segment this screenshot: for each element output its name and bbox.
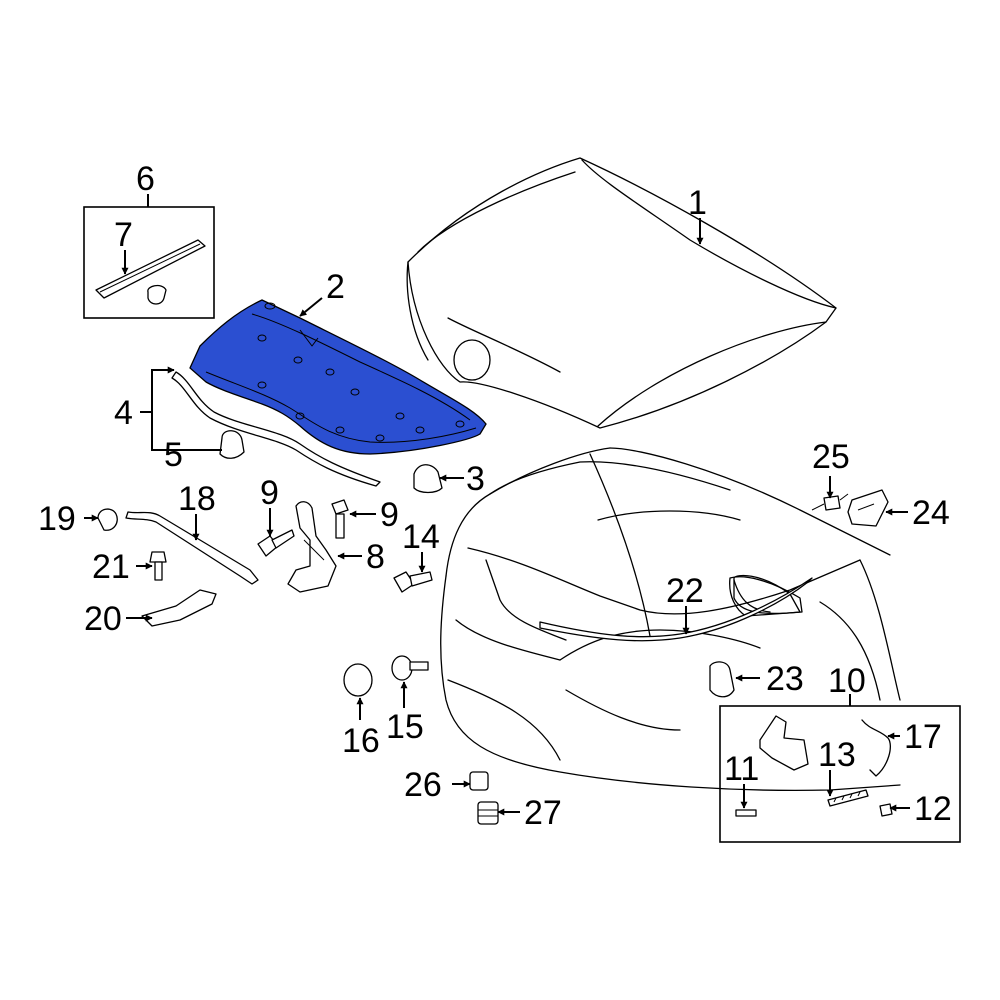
hood-seal[interactable] bbox=[171, 371, 381, 487]
hinge-bolt-1[interactable] bbox=[257, 529, 295, 557]
latch-spring-25[interactable] bbox=[823, 495, 841, 511]
hood-insulator[interactable] bbox=[189, 299, 487, 455]
cable-17 bbox=[861, 719, 891, 777]
callout-9b[interactable]: 9 bbox=[380, 496, 399, 534]
callout-19[interactable]: 19 bbox=[38, 500, 76, 538]
hood-hinge[interactable] bbox=[287, 501, 337, 593]
callout-2[interactable]: 2 bbox=[326, 268, 345, 306]
callout-5[interactable]: 5 bbox=[164, 436, 183, 474]
callout-1[interactable]: 1 bbox=[688, 184, 707, 222]
callout-12[interactable]: 12 bbox=[914, 790, 952, 828]
hinge-bolt-2[interactable] bbox=[331, 499, 349, 539]
hood-panel[interactable] bbox=[406, 157, 837, 429]
hood-bumper[interactable] bbox=[413, 464, 443, 494]
callout-23[interactable]: 23 bbox=[766, 660, 804, 698]
bolt-14[interactable] bbox=[393, 571, 433, 593]
spring-13 bbox=[827, 789, 869, 807]
bushing-26[interactable] bbox=[469, 771, 489, 791]
callout-3[interactable]: 3 bbox=[466, 460, 485, 498]
callout-7[interactable]: 7 bbox=[114, 216, 133, 254]
callout-16[interactable]: 16 bbox=[342, 722, 380, 760]
latch-assembly-box bbox=[719, 705, 961, 843]
callout-22[interactable]: 22 bbox=[666, 572, 704, 610]
prop-rod[interactable] bbox=[125, 511, 259, 585]
callout-26[interactable]: 26 bbox=[404, 766, 442, 804]
bracket-20[interactable] bbox=[141, 589, 217, 627]
pin-12 bbox=[879, 803, 893, 817]
callout-14[interactable]: 14 bbox=[402, 518, 440, 556]
bolt-15[interactable] bbox=[391, 655, 429, 681]
molding-clip bbox=[147, 284, 167, 305]
front-hood-seal[interactable] bbox=[539, 577, 813, 642]
callout-24[interactable]: 24 bbox=[912, 494, 950, 532]
leader-lines bbox=[84, 194, 910, 816]
callout-17[interactable]: 17 bbox=[904, 718, 942, 756]
plug-16[interactable] bbox=[343, 663, 373, 697]
bushing-27[interactable] bbox=[477, 801, 499, 825]
vehicle-front bbox=[440, 447, 901, 792]
callout-18[interactable]: 18 bbox=[178, 480, 216, 518]
callout-15[interactable]: 15 bbox=[386, 708, 424, 746]
callout-27[interactable]: 27 bbox=[524, 794, 562, 832]
callout-4[interactable]: 4 bbox=[114, 394, 133, 432]
callout-11[interactable]: 11 bbox=[724, 750, 759, 788]
callout-21[interactable]: 21 bbox=[92, 548, 130, 586]
seal-clip[interactable] bbox=[219, 430, 245, 459]
grommet-19[interactable] bbox=[97, 508, 118, 531]
callout-9a[interactable]: 9 bbox=[260, 474, 279, 512]
callout-8[interactable]: 8 bbox=[366, 538, 385, 576]
callout-25[interactable]: 25 bbox=[812, 438, 850, 476]
latch-10 bbox=[759, 715, 809, 771]
callout-6[interactable]: 6 bbox=[136, 160, 155, 198]
callout-labels: 1 2 3 4 5 6 7 8 9 9 10 11 12 13 14 15 16… bbox=[38, 160, 952, 832]
bolt-21[interactable] bbox=[149, 551, 167, 563]
pin-11 bbox=[735, 809, 757, 817]
callout-13[interactable]: 13 bbox=[818, 736, 856, 774]
callout-10[interactable]: 10 bbox=[828, 662, 866, 700]
grommet-23[interactable] bbox=[709, 661, 735, 698]
hood-latch-24[interactable] bbox=[847, 489, 889, 527]
callout-20[interactable]: 20 bbox=[84, 600, 122, 638]
molding-box bbox=[83, 206, 215, 319]
